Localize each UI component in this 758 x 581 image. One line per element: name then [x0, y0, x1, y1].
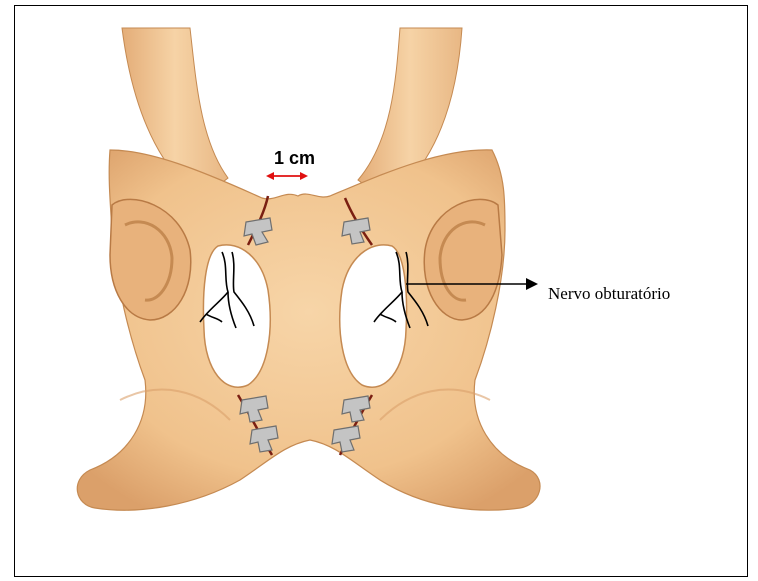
scale-arrow-icon — [266, 172, 308, 180]
nerve-label: Nervo obturatório — [548, 284, 670, 303]
scale-label: 1 cm — [274, 148, 315, 168]
pelvis-bone-illustration — [77, 28, 540, 510]
